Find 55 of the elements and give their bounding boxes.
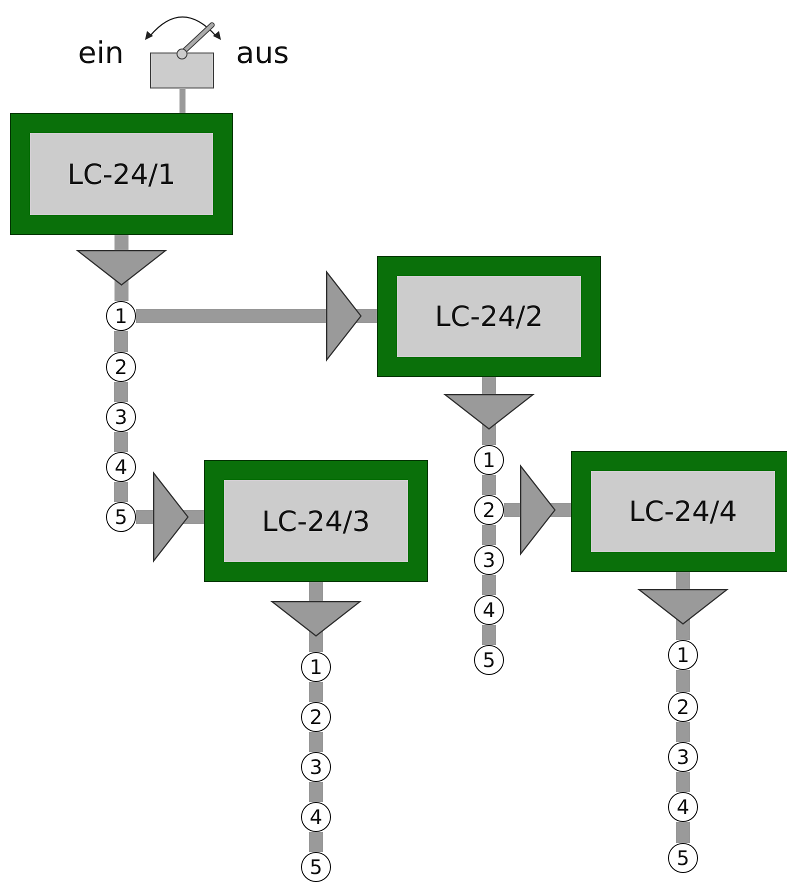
numbered-circle: 4	[474, 595, 504, 625]
arrow	[136, 472, 204, 562]
connector-line	[676, 772, 690, 792]
connector-line	[114, 382, 128, 402]
numbered-circle: 1	[301, 652, 331, 682]
controller-label: LC-24/1	[30, 133, 213, 215]
connector-line	[676, 722, 690, 742]
switch-drawing	[150, 22, 215, 89]
numbered-circle: 5	[668, 843, 698, 873]
connector-line	[482, 475, 496, 495]
connector-line	[180, 89, 186, 113]
numbered-circle: 4	[106, 452, 136, 482]
numbered-circle: 4	[301, 802, 331, 832]
connector-line	[309, 832, 323, 852]
numbered-circle: 3	[474, 545, 504, 575]
controller-box	[571, 451, 787, 572]
arrow	[136, 271, 377, 361]
controller-box	[204, 460, 428, 582]
connector-line	[482, 625, 496, 645]
connector-line	[309, 782, 323, 802]
numbered-circle: 4	[668, 792, 698, 822]
arrow	[504, 465, 571, 555]
numbered-circle: 2	[474, 495, 504, 525]
connector-line	[309, 732, 323, 752]
numbered-circle: 5	[474, 645, 504, 675]
connector-line	[482, 575, 496, 595]
arrow	[638, 572, 728, 640]
connector-line	[676, 822, 690, 843]
connector-line	[676, 670, 690, 692]
numbered-circle: 2	[106, 352, 136, 382]
switch-position-label: aus	[236, 36, 290, 71]
switch-position-label: ein	[78, 36, 124, 71]
controller-box	[10, 113, 233, 235]
arrow	[444, 377, 534, 445]
numbered-circle: 3	[301, 752, 331, 782]
arrow	[76, 235, 166, 301]
controller-box	[377, 256, 601, 377]
connector-line	[309, 682, 323, 702]
controller-label: LC-24/3	[224, 480, 408, 562]
numbered-circle: 1	[474, 445, 504, 475]
connector-line	[482, 525, 496, 545]
numbered-circle: 2	[668, 692, 698, 722]
numbered-circle: 5	[106, 502, 136, 532]
controller-label: LC-24/2	[397, 276, 581, 357]
connector-line	[114, 331, 128, 352]
numbered-circle: 5	[301, 852, 331, 882]
numbered-circle: 2	[301, 702, 331, 732]
arrow	[271, 582, 361, 652]
numbered-circle: 3	[106, 402, 136, 432]
connector-line	[114, 482, 128, 502]
numbered-circle: 1	[668, 640, 698, 670]
numbered-circle: 1	[106, 301, 136, 331]
numbered-circle: 3	[668, 742, 698, 772]
connector-line	[114, 432, 128, 452]
controller-label: LC-24/4	[591, 471, 775, 552]
